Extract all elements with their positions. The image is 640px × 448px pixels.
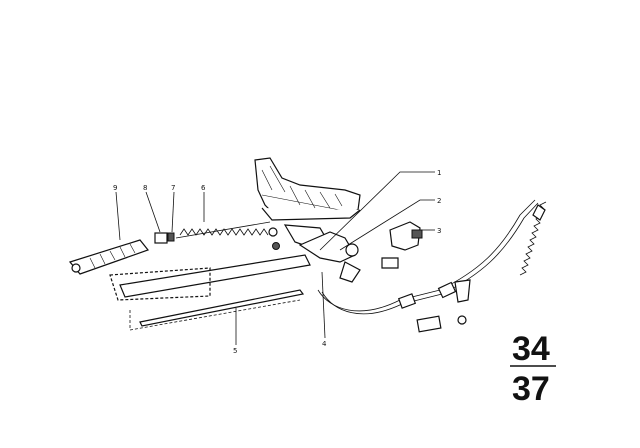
callout-9: 9	[113, 184, 117, 192]
callout-8: 8	[143, 184, 147, 192]
cable	[317, 199, 539, 333]
button-parts	[154, 232, 175, 244]
reference-number: 34 37	[510, 330, 556, 408]
reference-top: 34	[512, 330, 550, 368]
pull-rod	[129, 289, 305, 331]
callout-5: 5	[233, 347, 237, 355]
callout-7: 7	[171, 184, 175, 192]
hand-grip	[68, 239, 149, 275]
callout-1: 1	[437, 169, 441, 177]
lever-bar	[109, 254, 311, 301]
boot-cover	[254, 157, 361, 221]
cover-plate	[389, 221, 423, 251]
reference-bottom: 37	[512, 370, 550, 408]
callout-3: 3	[437, 227, 441, 235]
leader-lines	[115, 171, 435, 345]
return-spring	[519, 201, 547, 276]
callout-6: 6	[201, 184, 206, 192]
spring	[175, 221, 271, 239]
callout-2: 2	[437, 197, 441, 205]
lever-pivot	[268, 224, 399, 283]
callout-4: 4	[322, 340, 327, 348]
